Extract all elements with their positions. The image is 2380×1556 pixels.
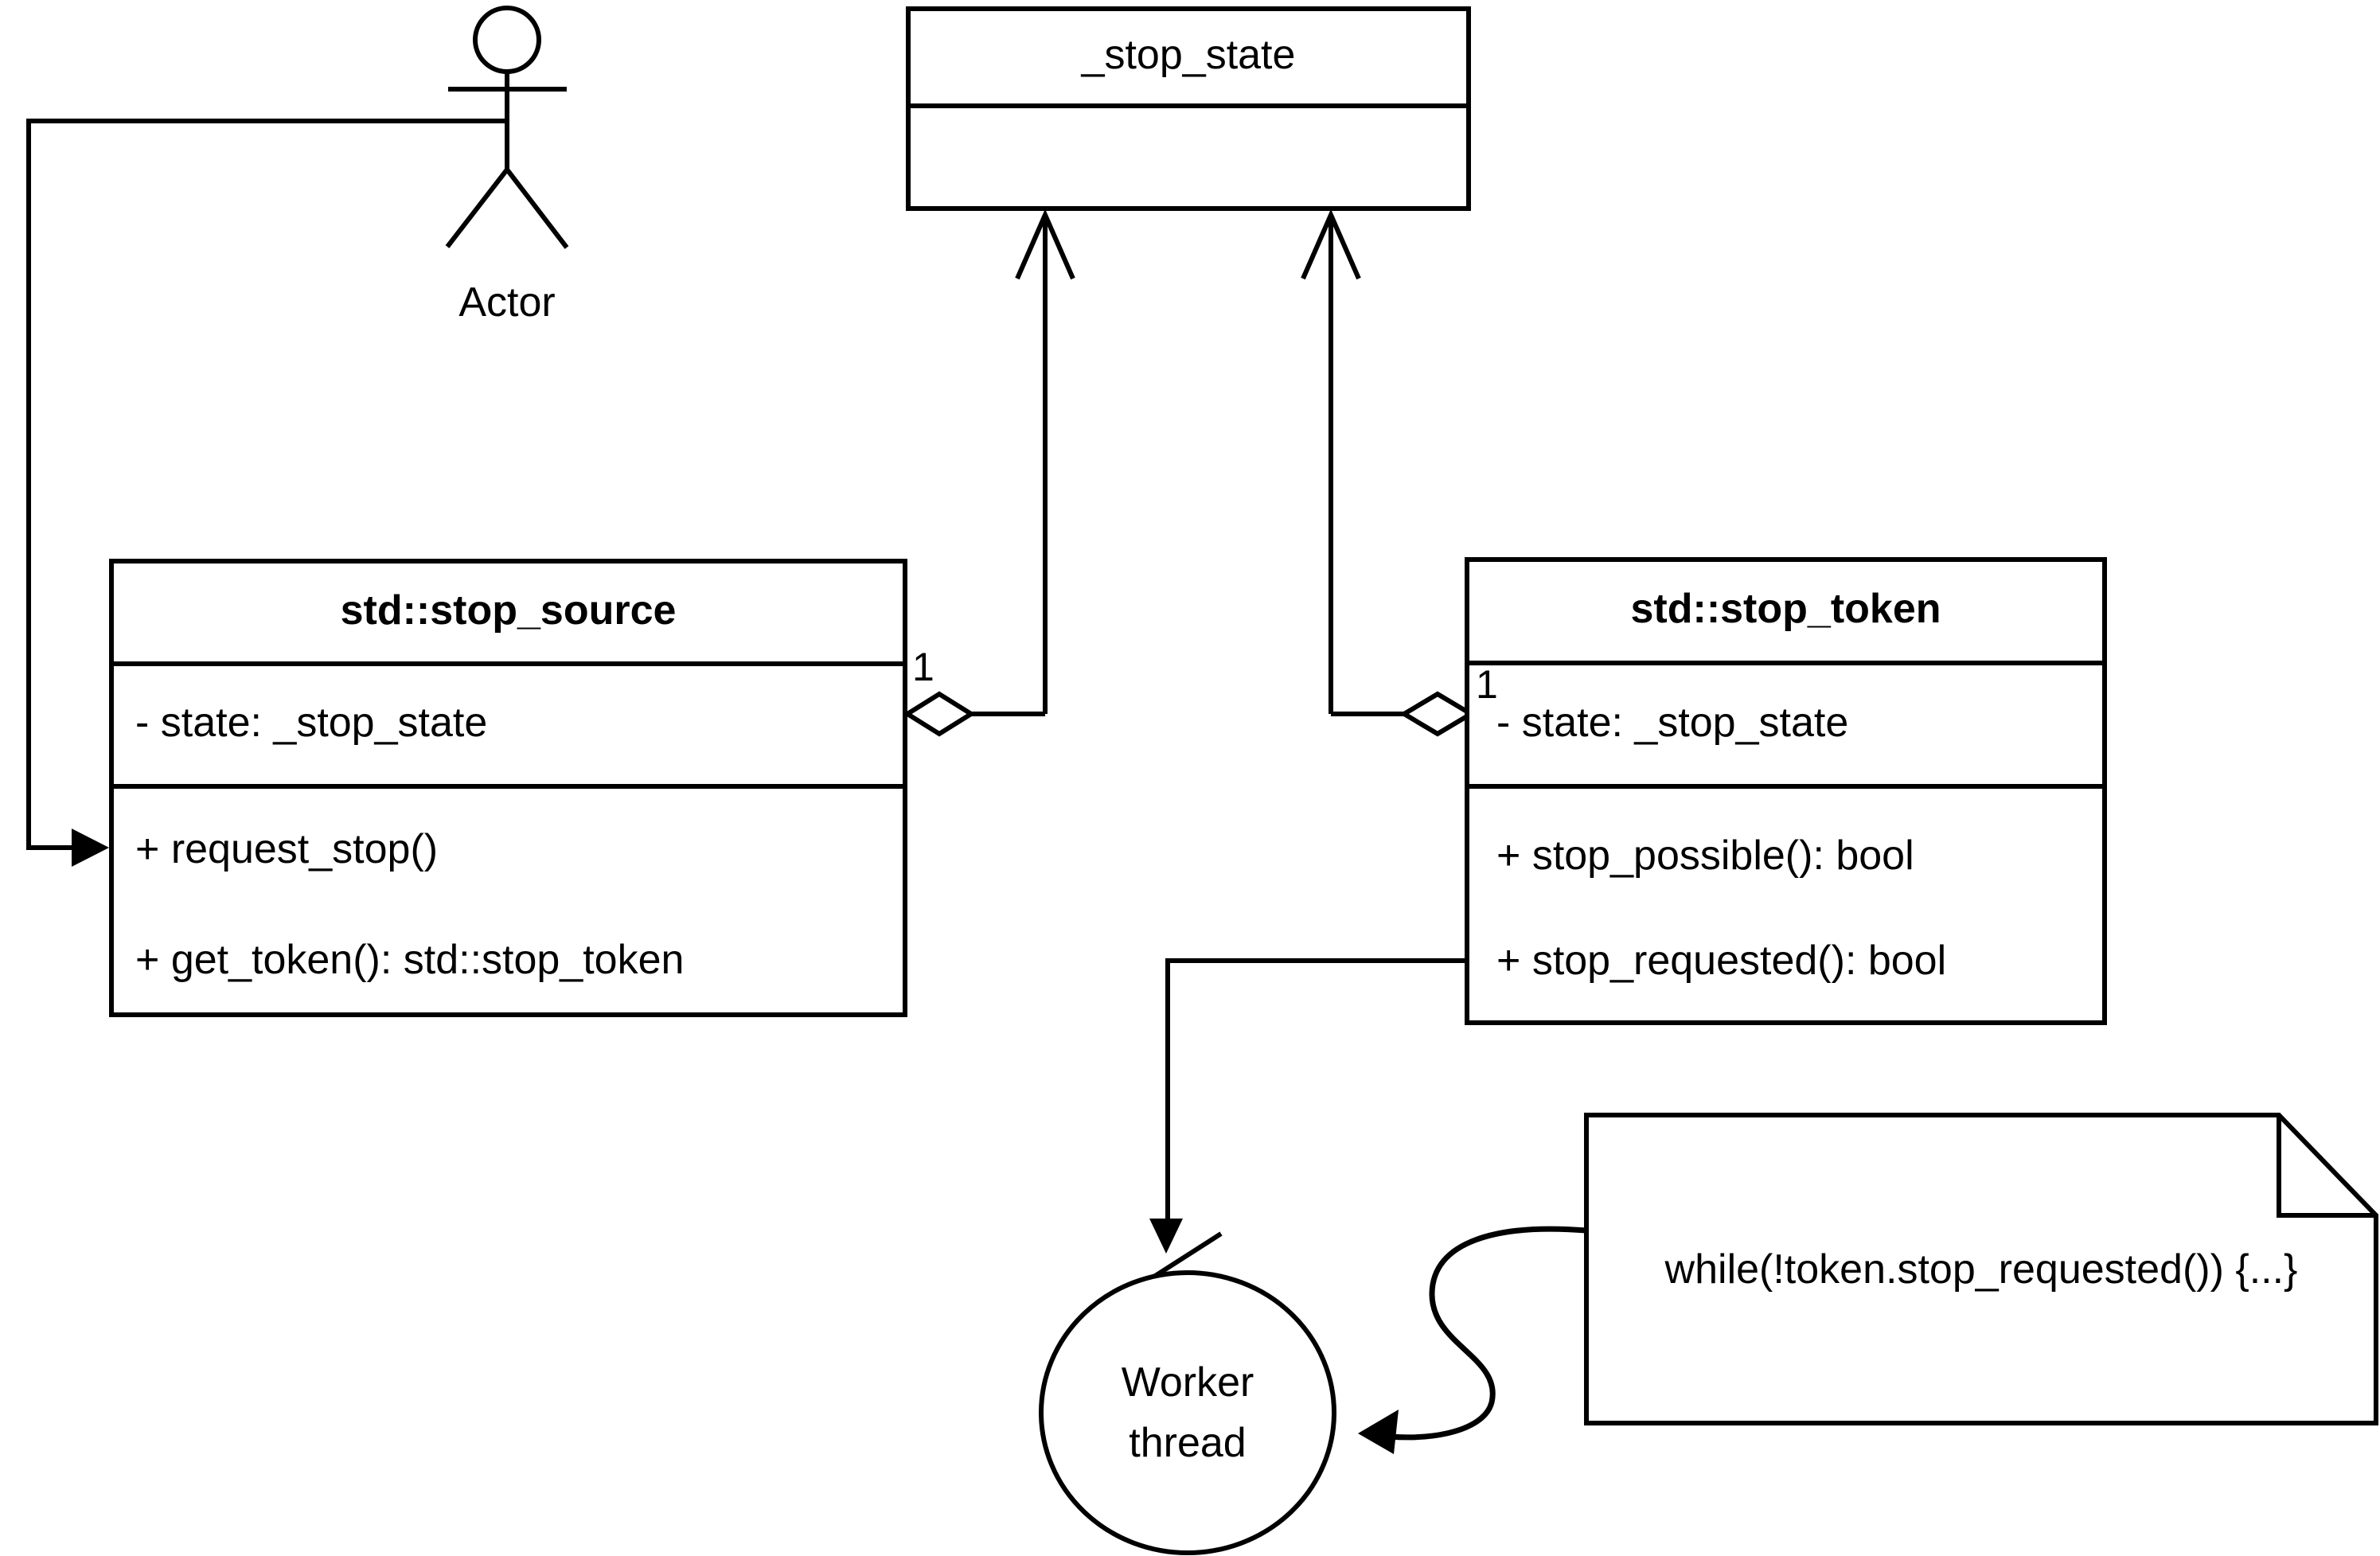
stop-token-attribute: - state: _stop_state — [1496, 699, 1849, 746]
stop-token-attr-divider — [1465, 784, 2107, 789]
actor-icon — [445, 6, 569, 249]
worker-thread-circle — [1039, 1270, 1336, 1555]
stop-token-method: + stop_possible(): bool — [1496, 833, 1914, 879]
filled-arrowhead-icon — [1358, 1410, 1399, 1454]
actor-label: Actor — [458, 279, 556, 326]
filled-arrowhead-icon — [1149, 1219, 1183, 1254]
note-fold-icon — [2277, 1115, 2376, 1218]
worker-thread-label: Worker thread — [1041, 1273, 1334, 1553]
stop-state-title: _stop_state — [1081, 32, 1296, 78]
stop-token-multiplicity-label: 1 — [1476, 662, 1498, 707]
stop-source-title: std::stop_source — [340, 587, 677, 634]
token-to-stop-state-aggregation — [1301, 209, 1476, 737]
worker-thread-label-line1: Worker — [1121, 1359, 1254, 1406]
note-to-worker-connector — [1358, 1226, 1587, 1454]
source-to-stop-state-aggregation — [903, 209, 1075, 737]
token-to-worker-connector — [1149, 958, 1467, 1317]
class-box-stop-state — [906, 6, 1471, 211]
stop-source-title-divider — [109, 661, 907, 666]
stop-token-title-divider — [1465, 661, 2107, 665]
class-box-stop-token — [1465, 557, 2107, 1025]
aggregation-diamond-icon — [1399, 691, 1476, 737]
actor-to-request-stop-connector — [26, 119, 507, 867]
stop-token-title: std::stop_token — [1630, 586, 1941, 632]
actor-head — [473, 6, 541, 74]
stop-source-method: + get_token(): std::stop_token — [135, 937, 685, 983]
open-arrowhead-icon — [1301, 209, 1361, 280]
worker-thread-label-line2: thread — [1129, 1420, 1247, 1466]
stop-source-method: + request_stop() — [135, 826, 439, 872]
aggregation-diamond-icon — [903, 691, 976, 737]
stop-source-attribute: - state: _stop_state — [135, 700, 488, 746]
stop-token-method: + stop_requested(): bool — [1496, 938, 1947, 984]
filled-arrowhead-icon — [72, 829, 109, 867]
open-arrowhead-icon — [1015, 209, 1075, 280]
actor-leg-right — [505, 168, 569, 249]
open-arrow-mark — [1149, 1231, 1223, 1281]
stop-source-attr-divider — [109, 784, 907, 789]
stop-source-multiplicity-label: 1 — [912, 645, 934, 689]
stop-state-title-divider — [906, 103, 1471, 108]
actor-leg-left — [445, 168, 509, 248]
note-text: while(!token.stop_requested()) {...} — [1664, 1246, 2298, 1293]
note-shape — [1584, 1113, 2378, 1425]
